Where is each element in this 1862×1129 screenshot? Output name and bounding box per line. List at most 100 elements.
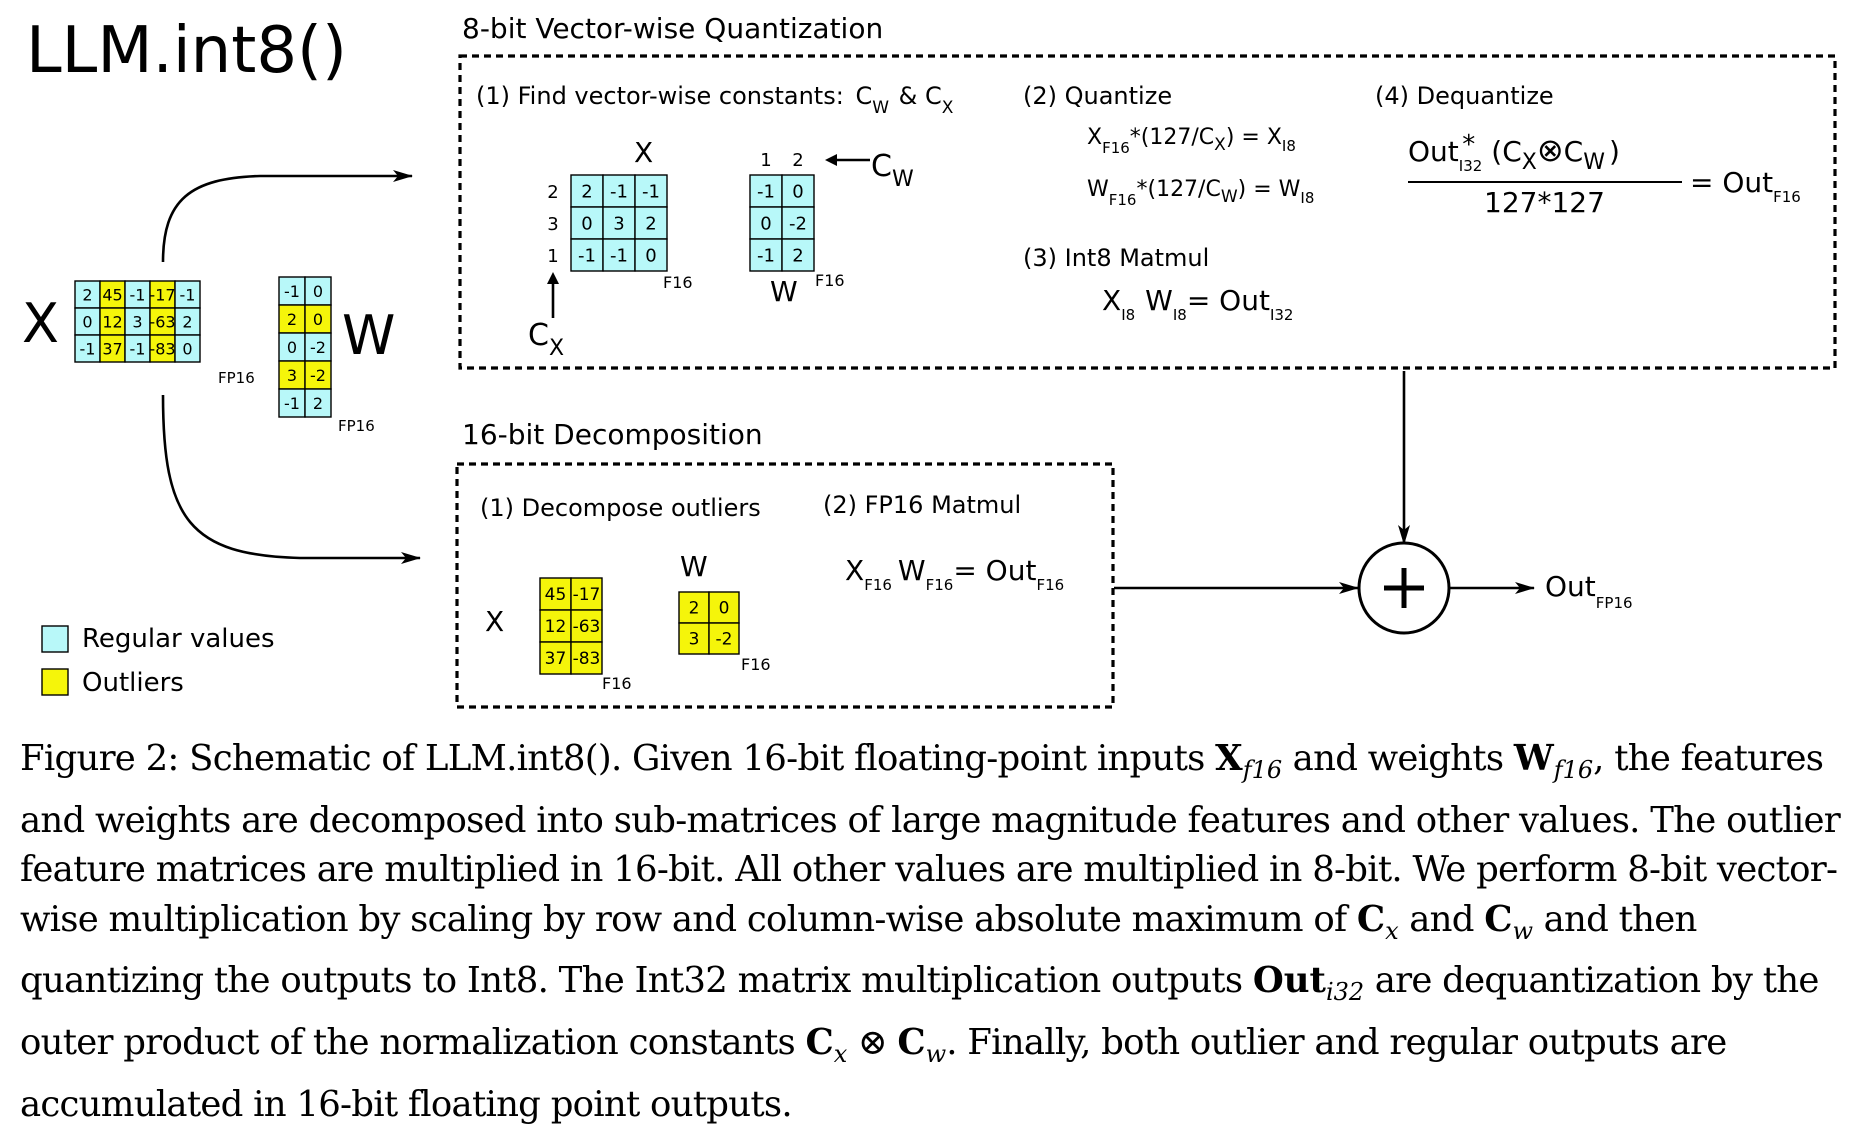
matrix-cell-value: -17 — [149, 285, 175, 304]
quant-x-row-constants: 231 — [547, 182, 558, 267]
matrix-cell-value: 37 — [545, 649, 567, 669]
matrix-cell — [124, 307, 151, 336]
matrix-cell — [570, 641, 603, 675]
matrix-cell-value: 0 — [313, 310, 323, 329]
input-x-dtype: FP16 — [218, 369, 255, 387]
matrix-cell-value: -2 — [310, 338, 326, 357]
matrix-cell — [278, 276, 306, 306]
decomp-w-label: W — [680, 550, 708, 583]
matrix-cell — [749, 238, 783, 272]
matrix-cell — [678, 622, 710, 655]
matrix-cell — [634, 206, 668, 240]
caption-math-out: Outi32 — [1252, 960, 1365, 1007]
matrix-cell — [602, 206, 636, 240]
constant-label: 2 — [792, 150, 803, 171]
decomp-step2-label: (2) FP16 Matmul — [823, 491, 1021, 519]
matrix-cell — [678, 591, 710, 624]
decomp-w-dtype: F16 — [741, 655, 771, 674]
quant-step4-label: (4) Dequantize — [1375, 82, 1554, 110]
figure-title: LLM.int8() — [26, 14, 347, 88]
matrix-cell — [570, 206, 604, 240]
caption-math-w: Wf16 — [1513, 738, 1594, 784]
dequantize-numerator: OutI32*(CX⊗CW) — [1408, 130, 1620, 175]
dequantize-rhs: = OutF16 — [1690, 166, 1801, 206]
matrix-cell-value: 45 — [102, 285, 122, 304]
dequantize-denominator: 127*127 — [1484, 186, 1605, 219]
input-w-dtype: FP16 — [338, 417, 375, 435]
matrix-cell-value: 0 — [581, 213, 592, 234]
legend-swatch-outliers — [41, 668, 69, 696]
matrix-cell — [99, 334, 126, 363]
matrix-cell-value: 2 — [689, 599, 700, 619]
matrix-cell-value: 0 — [719, 599, 730, 619]
matrix-cell-value: -63 — [149, 312, 175, 331]
figure-caption: Figure 2: Schematic of LLM.int8(). Given… — [20, 734, 1848, 1129]
matrix-cell-value: 3 — [287, 366, 297, 385]
quantize-eq-w: WF16*(127/CW) = WI8 — [1087, 177, 1314, 209]
matrix-cell-value: -1 — [284, 282, 300, 301]
quant-step2-label: (2) Quantize — [1023, 82, 1172, 110]
matrix-cell-value: -1 — [80, 339, 96, 358]
caption-math-cw-outer: Cw — [897, 1021, 947, 1068]
decomp-section-box — [455, 462, 1115, 709]
matrix-cell-value: -1 — [642, 181, 660, 202]
matrix-cell-value: -1 — [610, 181, 628, 202]
decomp-step1-label: (1) Decompose outliers — [480, 494, 761, 522]
matrix-cell-value: -1 — [757, 181, 775, 202]
caption-math-cw: Cw — [1484, 898, 1534, 945]
matrix-cell — [634, 238, 668, 272]
legend: Regular values Outliers — [41, 624, 275, 698]
matrix-cell-value: 0 — [760, 213, 771, 234]
constant-label: 1 — [760, 150, 771, 171]
matrix-cell — [634, 174, 668, 208]
decomp-x-label: X — [485, 605, 504, 638]
matrix-cell — [708, 622, 740, 655]
matrix-cell — [781, 238, 815, 272]
caption-math-cx-outer: Cx — [805, 1021, 848, 1068]
matrix-cell-value: -2 — [789, 213, 807, 234]
quantize-eq-x: XF16*(127/CX) = XI8 — [1087, 125, 1296, 157]
matrix-cell-value: 0 — [82, 312, 92, 331]
quant-section-box — [458, 54, 1837, 370]
matrix-cell-value: -83 — [149, 339, 175, 358]
quant-x-dtype: F16 — [663, 273, 693, 292]
matrix-cell-value: -2 — [716, 630, 733, 650]
matrix-cell-value: -1 — [578, 245, 596, 266]
matrix-cell-value: -1 — [284, 394, 300, 413]
quant-x-label: X — [634, 136, 653, 169]
caption-text-1: Figure 2: Schematic of LLM.int8(). Given… — [20, 738, 1216, 779]
matrix-cell — [304, 360, 332, 390]
arrow-to-decomposition — [161, 394, 421, 564]
cw-arrow-head — [825, 154, 837, 166]
matrix-cell-value: 0 — [182, 339, 192, 358]
output-label: OutFP16 — [1545, 570, 1633, 612]
matrix-cell-value: -1 — [130, 339, 146, 358]
caption-otimes: ⊗ — [847, 1021, 898, 1063]
matrix-cell-value: -1 — [130, 285, 146, 304]
matrix-cell — [174, 334, 201, 363]
matrix-cell-value: -17 — [573, 585, 601, 605]
matrix-cell — [570, 238, 604, 272]
matrix-cell-value: -83 — [573, 649, 601, 669]
matrix-cell-value: 2 — [313, 394, 323, 413]
cx-arrow-head — [547, 272, 559, 284]
matrix-cell — [278, 332, 306, 362]
constant-label: 1 — [547, 246, 558, 267]
legend-label-outliers: Outliers — [82, 668, 184, 698]
matrix-cell-value: 0 — [792, 181, 803, 202]
cx-label: CX — [528, 318, 564, 361]
caption-math-x: Xf16 — [1215, 738, 1283, 784]
matrix-cell-value: 0 — [645, 245, 656, 266]
arrow-to-quantization — [161, 170, 413, 263]
caption-text-6: are dequantization by the outer product … — [20, 960, 1819, 1063]
matrix-cell — [174, 307, 201, 336]
matrix-cell-value: 0 — [287, 338, 297, 357]
